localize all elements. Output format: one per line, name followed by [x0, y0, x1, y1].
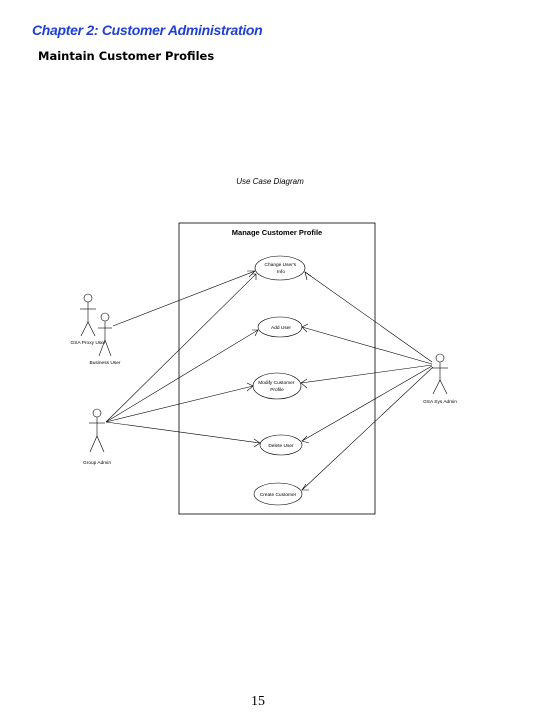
use-case-create-customer — [253, 482, 303, 506]
association-group-admin-add-user — [105, 329, 259, 423]
use-case-create-customer-label: Create Customer — [260, 492, 297, 498]
actor-gsa-sys-admin-label: GSA Sys Admin — [423, 399, 457, 405]
diagram-caption: Use Case Diagram — [236, 177, 304, 186]
association-group-admin-delete-user — [105, 421, 261, 444]
association-sys-admin-modify-profile — [300, 364, 433, 384]
use-case-modify-customer-profile-label: Modify Customer Profile — [258, 380, 296, 393]
actor-business-user-label: Business User — [90, 360, 121, 366]
association-group-admin-change-info — [105, 273, 257, 423]
association-sys-admin-add-user — [301, 326, 433, 365]
actor-group-admin — [89, 408, 105, 453]
actor-business-user — [98, 312, 112, 357]
actor-gsa-proxy-user — [80, 293, 96, 337]
association-sys-admin-delete-user — [301, 365, 433, 442]
arrowheads — [246, 270, 312, 491]
page-number: 15 — [251, 694, 265, 709]
association-business-user-change-info — [112, 270, 256, 327]
chapter-title: Chapter 2: Customer Administration — [32, 22, 263, 38]
use-case-add-user-label: Add User — [271, 325, 291, 331]
actor-gsa-proxy-user-label: GSA Proxy User — [71, 340, 106, 346]
association-sys-admin-create-customer — [301, 366, 434, 491]
use-case-delete-user — [259, 434, 303, 456]
use-case-delete-user-label: Delete User — [268, 443, 294, 449]
use-case-modify-customer-profile — [252, 372, 302, 400]
system-boundary — [178, 222, 376, 515]
section-title: Maintain Customer Profiles — [38, 49, 215, 63]
association-sys-admin-change-info — [304, 271, 433, 363]
use-case-change-user-info-label: Change User's Info — [265, 262, 298, 275]
association-group-admin-modify-profile — [105, 385, 254, 423]
system-boundary-label: Manage Customer Profile — [232, 228, 322, 237]
actor-gsa-sys-admin — [432, 353, 448, 395]
use-case-change-user-info — [254, 255, 306, 281]
actor-group-admin-label: Group Admin — [83, 460, 111, 466]
